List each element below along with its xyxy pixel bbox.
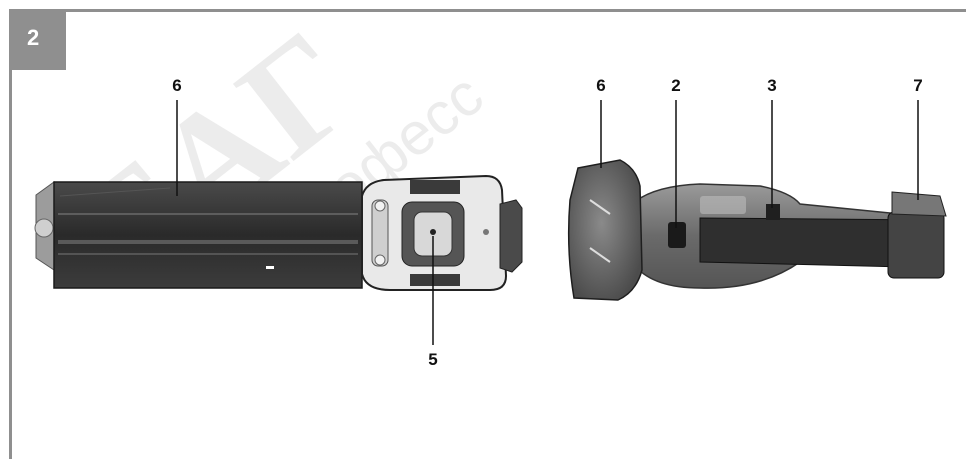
callout-5: 5 [428,350,438,369]
callout-7: 7 [913,76,923,95]
figure-number-badge: 2 [9,9,66,70]
frame-left-border [9,70,12,459]
callout-6-left: 6 [172,76,182,95]
right-tool-view [567,159,947,301]
callout-6-right: 6 [596,76,606,95]
frame-top-border [66,9,966,12]
callout-3: 3 [767,76,777,95]
leader-lines [176,100,919,345]
callout-2: 2 [671,76,681,95]
left-tool-view [34,174,523,291]
